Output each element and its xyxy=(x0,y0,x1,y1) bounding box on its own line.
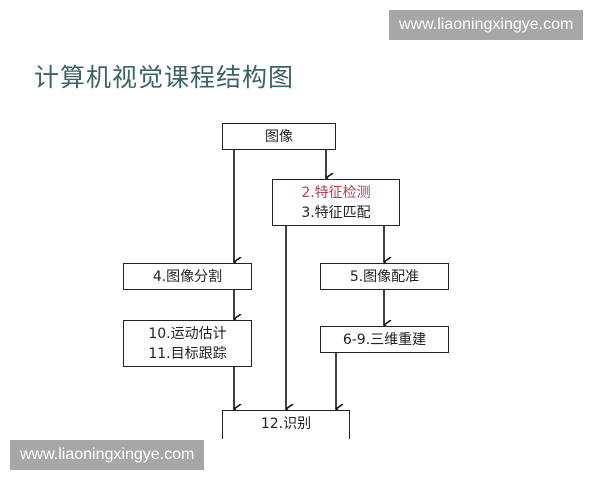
node-registration: 5.图像配准 xyxy=(320,263,449,290)
node-features: 2.特征检测 3.特征匹配 xyxy=(272,179,400,226)
node-label-tracking: 11.目标跟踪 xyxy=(148,345,227,362)
node-label-feature-match: 3.特征匹配 xyxy=(301,204,371,221)
node-reconstruction: 6-9.三维重建 xyxy=(320,326,449,353)
watermark-bottom: www.liaoningxingye.com xyxy=(10,440,205,470)
node-label-motion: 10.运动估计 xyxy=(148,325,227,342)
node-label: 6-9.三维重建 xyxy=(342,331,427,348)
page-title: 计算机视觉课程结构图 xyxy=(34,63,295,92)
node-label: 4.图像分割 xyxy=(152,268,223,285)
node-segmentation: 4.图像分割 xyxy=(123,263,252,290)
node-image: 图像 xyxy=(222,123,336,150)
node-label: 5.图像配准 xyxy=(349,268,420,285)
node-label: 12.识别 xyxy=(260,416,312,432)
watermark-top: www.liaoningxingye.com xyxy=(389,10,584,40)
node-label: 图像 xyxy=(265,128,293,145)
node-label-feature-detect: 2.特征检测 xyxy=(301,184,371,201)
node-motion-tracking: 10.运动估计 11.目标跟踪 xyxy=(123,320,252,367)
